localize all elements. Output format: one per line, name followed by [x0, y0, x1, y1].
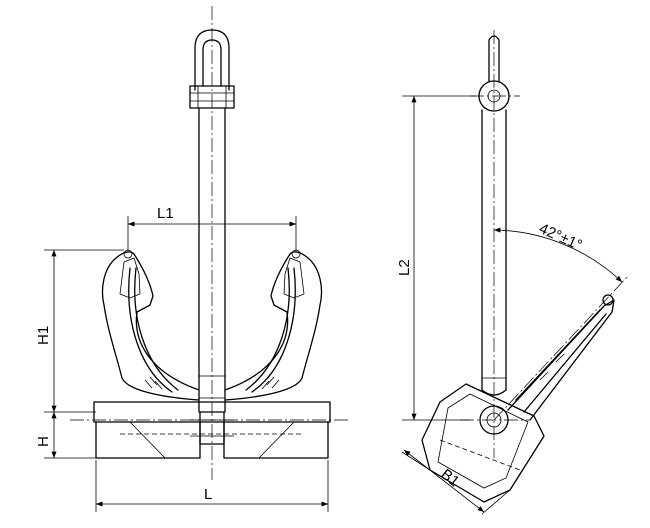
label-l: L	[204, 486, 212, 503]
dim-angle: 42°±1°	[493, 220, 623, 283]
dim-l: L	[95, 460, 329, 512]
dim-l1: L1	[127, 205, 297, 252]
label-h1: H1	[35, 326, 52, 345]
side-crown	[421, 383, 545, 503]
label-angle: 42°±1°	[536, 220, 584, 254]
label-l2: L2	[396, 259, 413, 276]
front-right-arm	[224, 249, 323, 401]
side-shackle	[478, 35, 510, 112]
dim-h1: H1	[35, 249, 124, 413]
dim-h: H	[35, 412, 96, 459]
side-fluke	[493, 275, 629, 421]
front-view: L1 H1 H L	[35, 6, 350, 512]
front-crown	[70, 401, 350, 459]
label-h: H	[35, 436, 52, 447]
side-view: L2 42°±1° B1	[396, 30, 629, 515]
label-l1: L1	[157, 205, 174, 222]
front-left-arm	[101, 249, 200, 401]
dim-b1: B1	[401, 449, 511, 515]
dim-l2: L2	[396, 95, 476, 421]
front-shank	[198, 107, 226, 413]
front-shackle	[189, 29, 235, 109]
